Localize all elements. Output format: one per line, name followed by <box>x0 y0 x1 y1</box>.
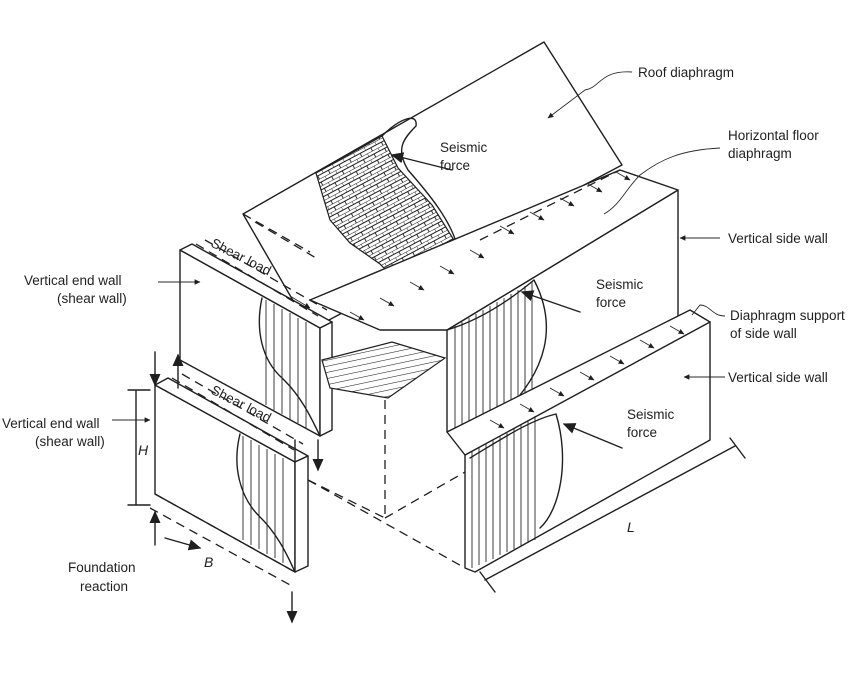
label-diaphragm-support-2: of side wall <box>730 326 797 341</box>
hidden-edges <box>149 400 466 587</box>
label-dim-b: B <box>204 554 213 570</box>
dimension-l <box>479 437 746 593</box>
label-horizontal-floor-2: diaphragm <box>728 146 792 161</box>
upper-side-wall <box>309 169 679 433</box>
label-vertical-end-wall-upper-1: Vertical end wall <box>24 273 122 288</box>
label-vertical-end-wall-upper-2: (shear wall) <box>57 291 127 306</box>
label-foundation-reaction-1: Foundation <box>68 560 136 575</box>
label-vertical-side-wall-lower: Vertical side wall <box>728 370 828 385</box>
label-vertical-end-wall-lower-1: Vertical end wall <box>2 416 100 431</box>
dimension-h <box>127 389 151 506</box>
label-dim-l: L <box>627 519 635 535</box>
upper-load-arrows <box>349 171 631 321</box>
floor-joists <box>321 341 447 399</box>
label-seismic-force-mid-2: force <box>596 295 626 310</box>
vertical-force-arrows <box>149 351 324 624</box>
upper-side-wall-studs <box>454 282 533 430</box>
label-foundation-reaction-2: reaction <box>80 579 128 594</box>
upper-end-wall-studs <box>265 300 307 428</box>
label-vertical-side-wall-upper: Vertical side wall <box>728 231 828 246</box>
label-diaphragm-support-1: Diaphragm support <box>730 308 845 323</box>
lower-end-wall-studs <box>242 436 284 563</box>
lower-side-wall-studs <box>471 416 536 568</box>
seismic-arrows <box>390 152 623 449</box>
leader-lines <box>112 71 726 423</box>
label-seismic-force-low-2: force <box>627 425 657 440</box>
label-horizontal-floor-1: Horizontal floor <box>728 128 819 143</box>
label-seismic-force-mid-1: Seismic <box>596 277 644 292</box>
lower-end-wall <box>154 373 309 573</box>
lower-side-wall <box>446 309 711 573</box>
label-vertical-end-wall-lower-2: (shear wall) <box>35 434 105 449</box>
label-roof-diaphragm: Roof diaphragm <box>638 65 734 80</box>
label-seismic-force-low-1: Seismic <box>627 407 675 422</box>
lower-load-arrows <box>489 325 685 429</box>
roof-diaphragm <box>242 41 623 331</box>
label-dim-h: H <box>138 442 149 458</box>
label-seismic-force-top-2: force <box>440 158 470 173</box>
label-seismic-force-top-1: Seismic <box>440 140 488 155</box>
upper-end-wall <box>179 239 333 437</box>
